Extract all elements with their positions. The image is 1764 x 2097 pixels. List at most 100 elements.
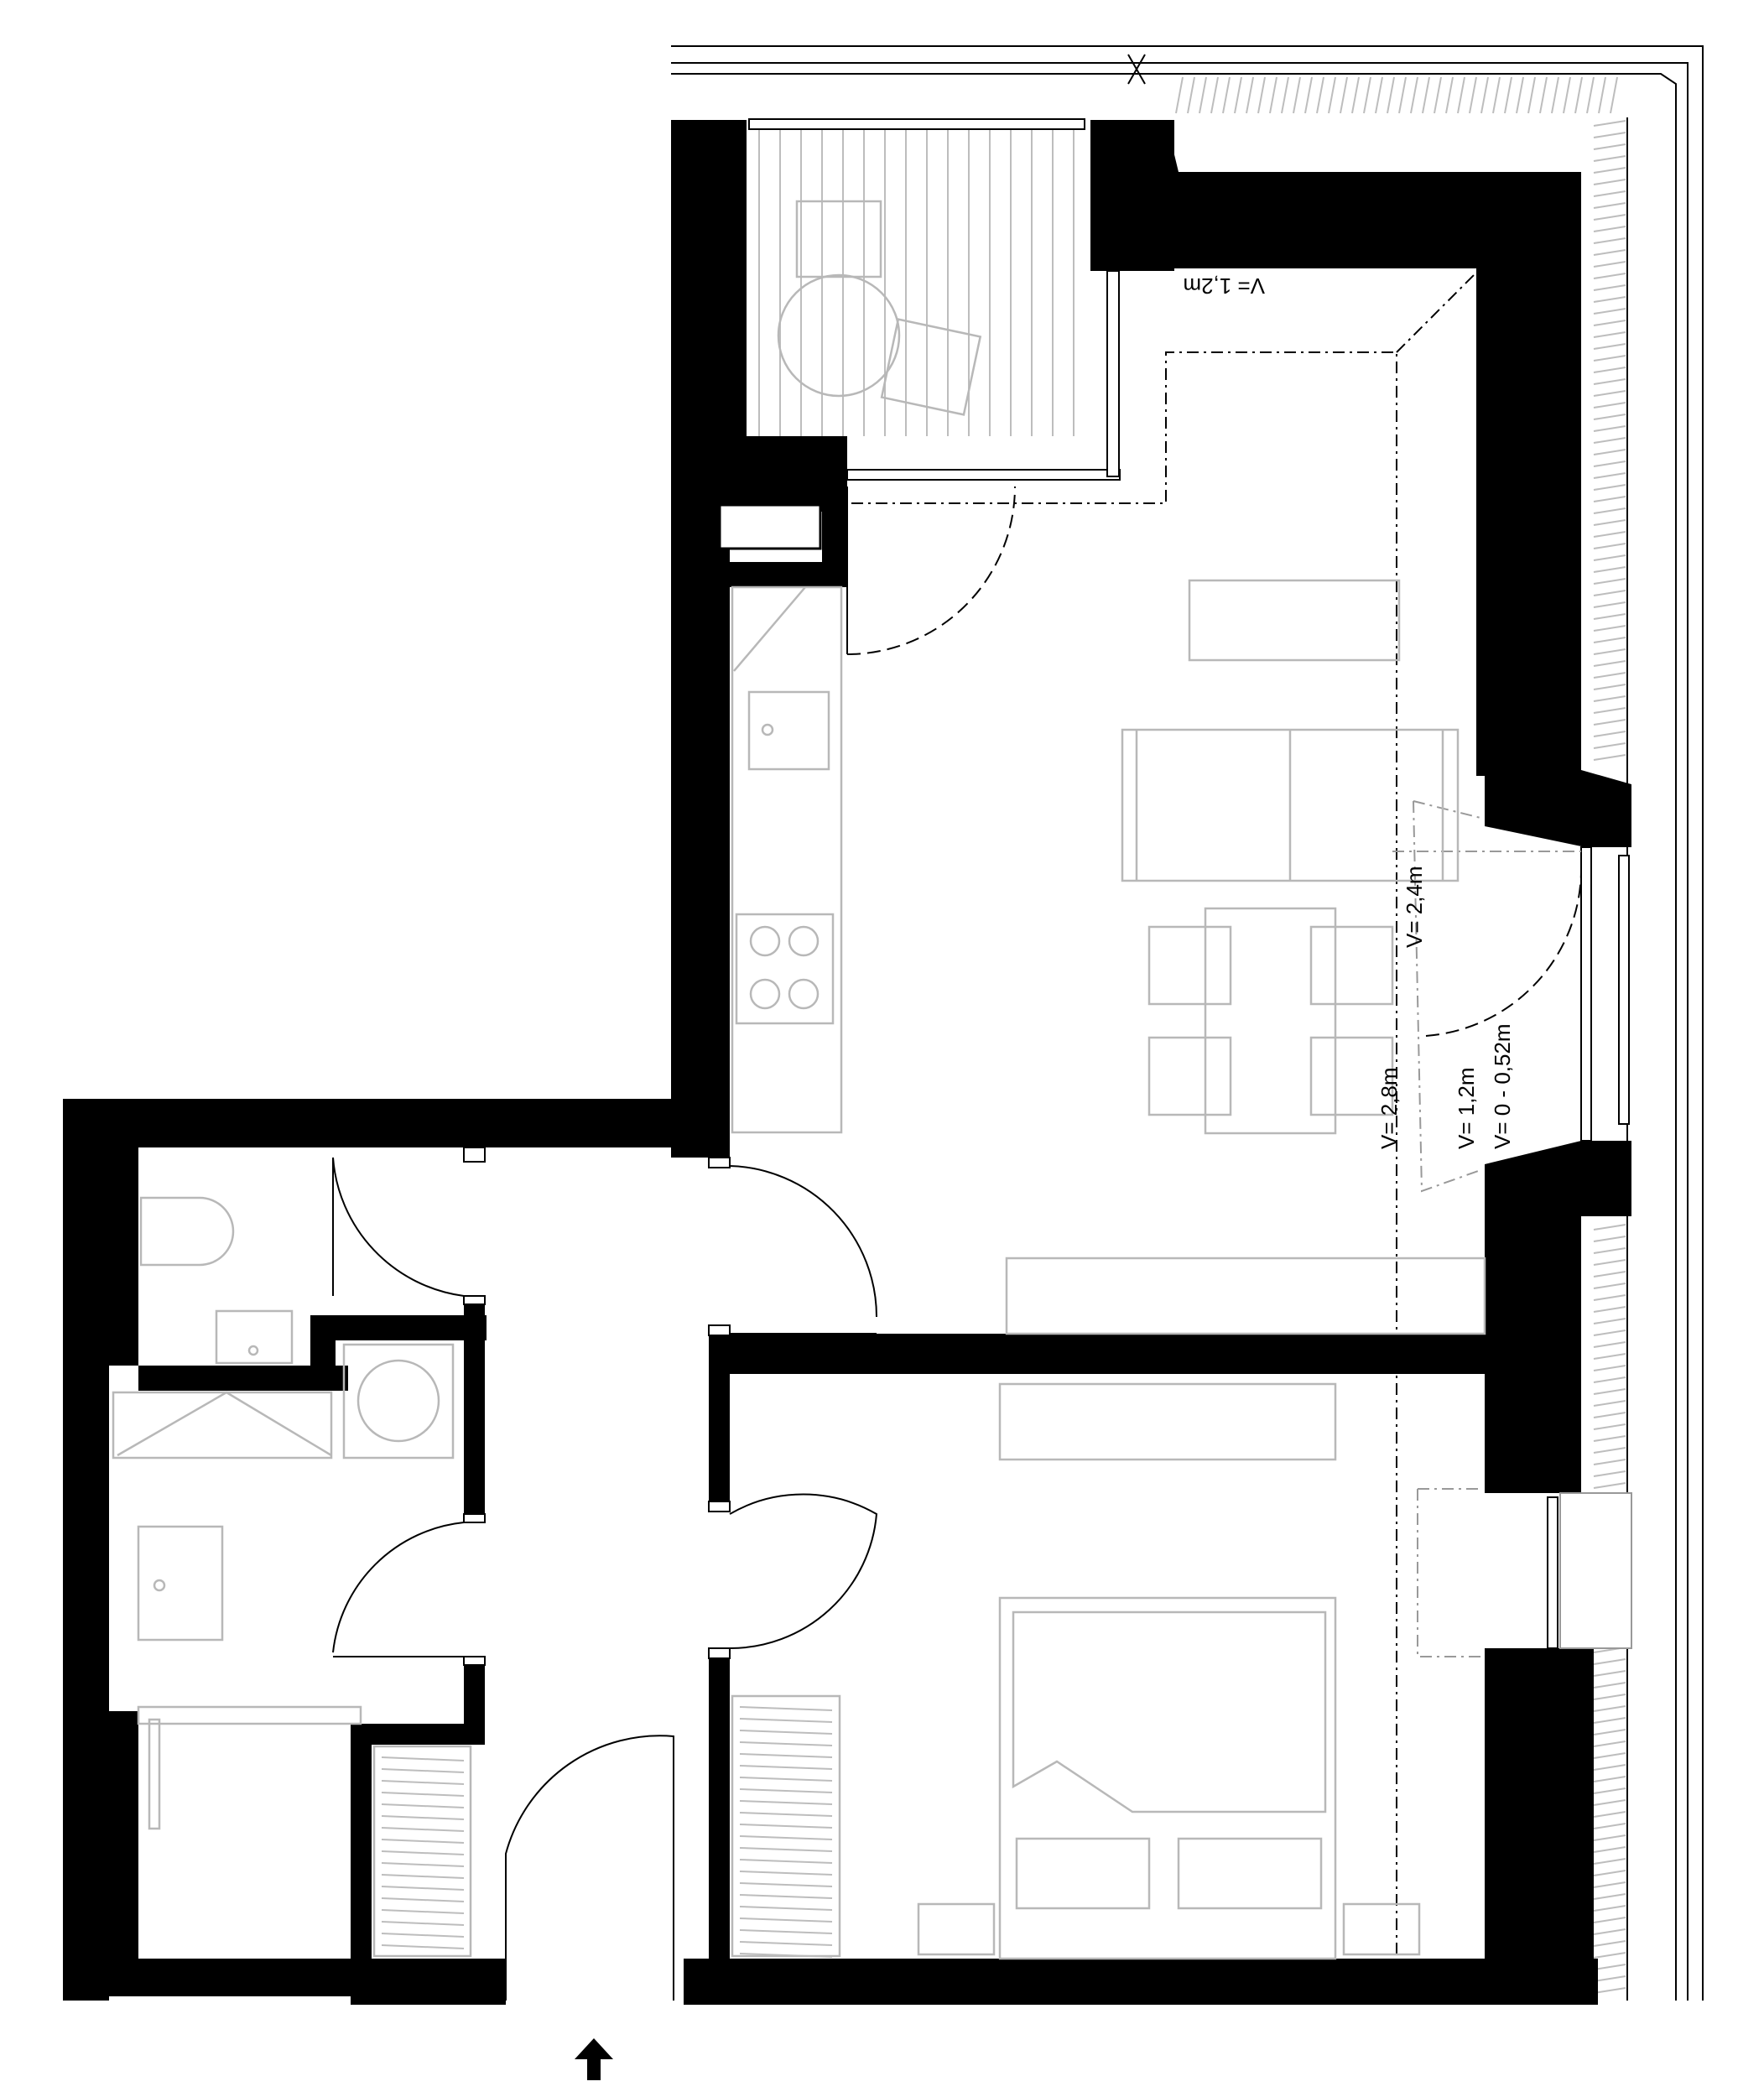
hatch-line xyxy=(1593,296,1626,303)
hatch-line xyxy=(1610,76,1618,114)
overhead-lines xyxy=(851,268,1581,1954)
hatch-line xyxy=(1593,1881,1626,1888)
label-sill-height: V= 1,2m xyxy=(1454,1067,1479,1149)
hatch-line xyxy=(381,1921,465,1926)
hatch-line xyxy=(1593,449,1626,455)
hatch-line xyxy=(1593,1717,1626,1724)
hatch-line xyxy=(1563,76,1571,114)
hatch-line xyxy=(1445,76,1454,114)
hatch-line xyxy=(1593,320,1626,326)
hatch-line xyxy=(1593,1987,1626,1994)
hatch-line xyxy=(1504,76,1512,114)
hatch-line xyxy=(1398,76,1407,114)
hatch-line xyxy=(1593,1705,1626,1712)
hatch-line xyxy=(1593,625,1626,632)
hatch-line xyxy=(1593,1283,1626,1289)
hatch-line xyxy=(1593,308,1626,315)
hatch-line xyxy=(381,1944,465,1949)
hatch-line xyxy=(1593,1482,1626,1489)
hatch-line xyxy=(1422,76,1430,114)
hatch-line xyxy=(1593,1259,1626,1266)
hatch-line xyxy=(1593,1447,1626,1454)
hatch-line xyxy=(739,1882,833,1887)
hatch-line xyxy=(1234,76,1242,114)
hatch-line xyxy=(1593,472,1626,479)
hatch-line xyxy=(1593,707,1626,714)
hatch-line xyxy=(1593,660,1626,667)
hatch-line xyxy=(381,1792,465,1797)
hatch-line xyxy=(1593,214,1626,221)
hatch-line xyxy=(1593,390,1626,397)
hatch-line xyxy=(1593,578,1626,585)
hatch-line xyxy=(1593,1670,1626,1677)
hatch-line xyxy=(381,1933,465,1938)
hatch-line xyxy=(1539,76,1548,114)
hatch-line xyxy=(1593,1341,1626,1348)
hatch-line xyxy=(1593,1682,1626,1689)
hatch-line xyxy=(1593,648,1626,655)
hatch-line xyxy=(1593,343,1626,350)
hatch-line xyxy=(1593,1470,1626,1477)
hatch-line xyxy=(1593,1846,1626,1853)
hatch-line xyxy=(1593,1658,1626,1665)
hatch-line xyxy=(1593,1435,1626,1442)
hatch-line xyxy=(739,1777,833,1782)
hatch-line xyxy=(381,1803,465,1808)
roof-outline xyxy=(671,45,1704,2001)
kitchen xyxy=(731,585,843,1134)
hatch-line xyxy=(381,1827,465,1832)
hatch-line xyxy=(1593,684,1626,690)
hatch-line xyxy=(1593,1964,1626,1970)
hatch-line xyxy=(1593,1400,1626,1407)
hatch-line xyxy=(1593,1247,1626,1254)
hatch-line xyxy=(1593,1917,1626,1923)
hatch-line xyxy=(1593,507,1626,514)
hatch-line xyxy=(1593,672,1626,679)
hatch-line xyxy=(1593,1459,1626,1465)
hatch-line xyxy=(1593,1224,1626,1231)
hatch-line xyxy=(1593,719,1626,726)
hatch-line xyxy=(381,1756,465,1761)
hatch-line xyxy=(1593,414,1626,420)
hatch-line xyxy=(1293,76,1301,114)
hatch-line xyxy=(1593,531,1626,538)
hatch-line xyxy=(1593,1787,1626,1794)
hatch-line xyxy=(1593,167,1626,174)
hatch-line xyxy=(1328,76,1336,114)
hatch-line xyxy=(1593,1329,1626,1336)
hatch-line xyxy=(1593,402,1626,408)
hatch-line xyxy=(1593,1975,1626,1982)
hatch-line xyxy=(1316,76,1324,114)
hatch-line xyxy=(1593,554,1626,561)
wardrobes xyxy=(372,1694,841,1958)
hatch-line xyxy=(739,1894,833,1899)
hatch-line xyxy=(381,1862,465,1867)
hatch-line xyxy=(381,1850,465,1855)
hatch-line xyxy=(381,1839,465,1844)
hatch-line xyxy=(1593,143,1626,150)
hatch-line xyxy=(1363,76,1371,114)
hatch-line xyxy=(1593,1741,1626,1747)
hatch-line xyxy=(1492,76,1501,114)
hatch-line xyxy=(1593,202,1626,209)
hatch-line xyxy=(1593,1294,1626,1301)
hatch-line xyxy=(1527,76,1536,114)
hatch-line xyxy=(1593,695,1626,702)
hatch-line xyxy=(1257,76,1266,114)
hatch-line xyxy=(1593,566,1626,573)
hatch-line xyxy=(739,1765,833,1770)
hatch-line xyxy=(1593,1388,1626,1395)
hatch-line xyxy=(1593,367,1626,373)
bathroom xyxy=(112,1196,455,1830)
arrow-up-icon xyxy=(575,2038,613,2080)
hatch-line xyxy=(739,1788,833,1793)
hatch-line xyxy=(1593,1776,1626,1782)
hatch-line xyxy=(1593,425,1626,432)
hatch-line xyxy=(1199,76,1207,114)
hatch-line xyxy=(739,1730,833,1735)
hatch-line xyxy=(1593,179,1626,185)
hatch-line xyxy=(1593,437,1626,444)
hatch-line xyxy=(1434,76,1442,114)
hatch-line xyxy=(1593,1306,1626,1313)
